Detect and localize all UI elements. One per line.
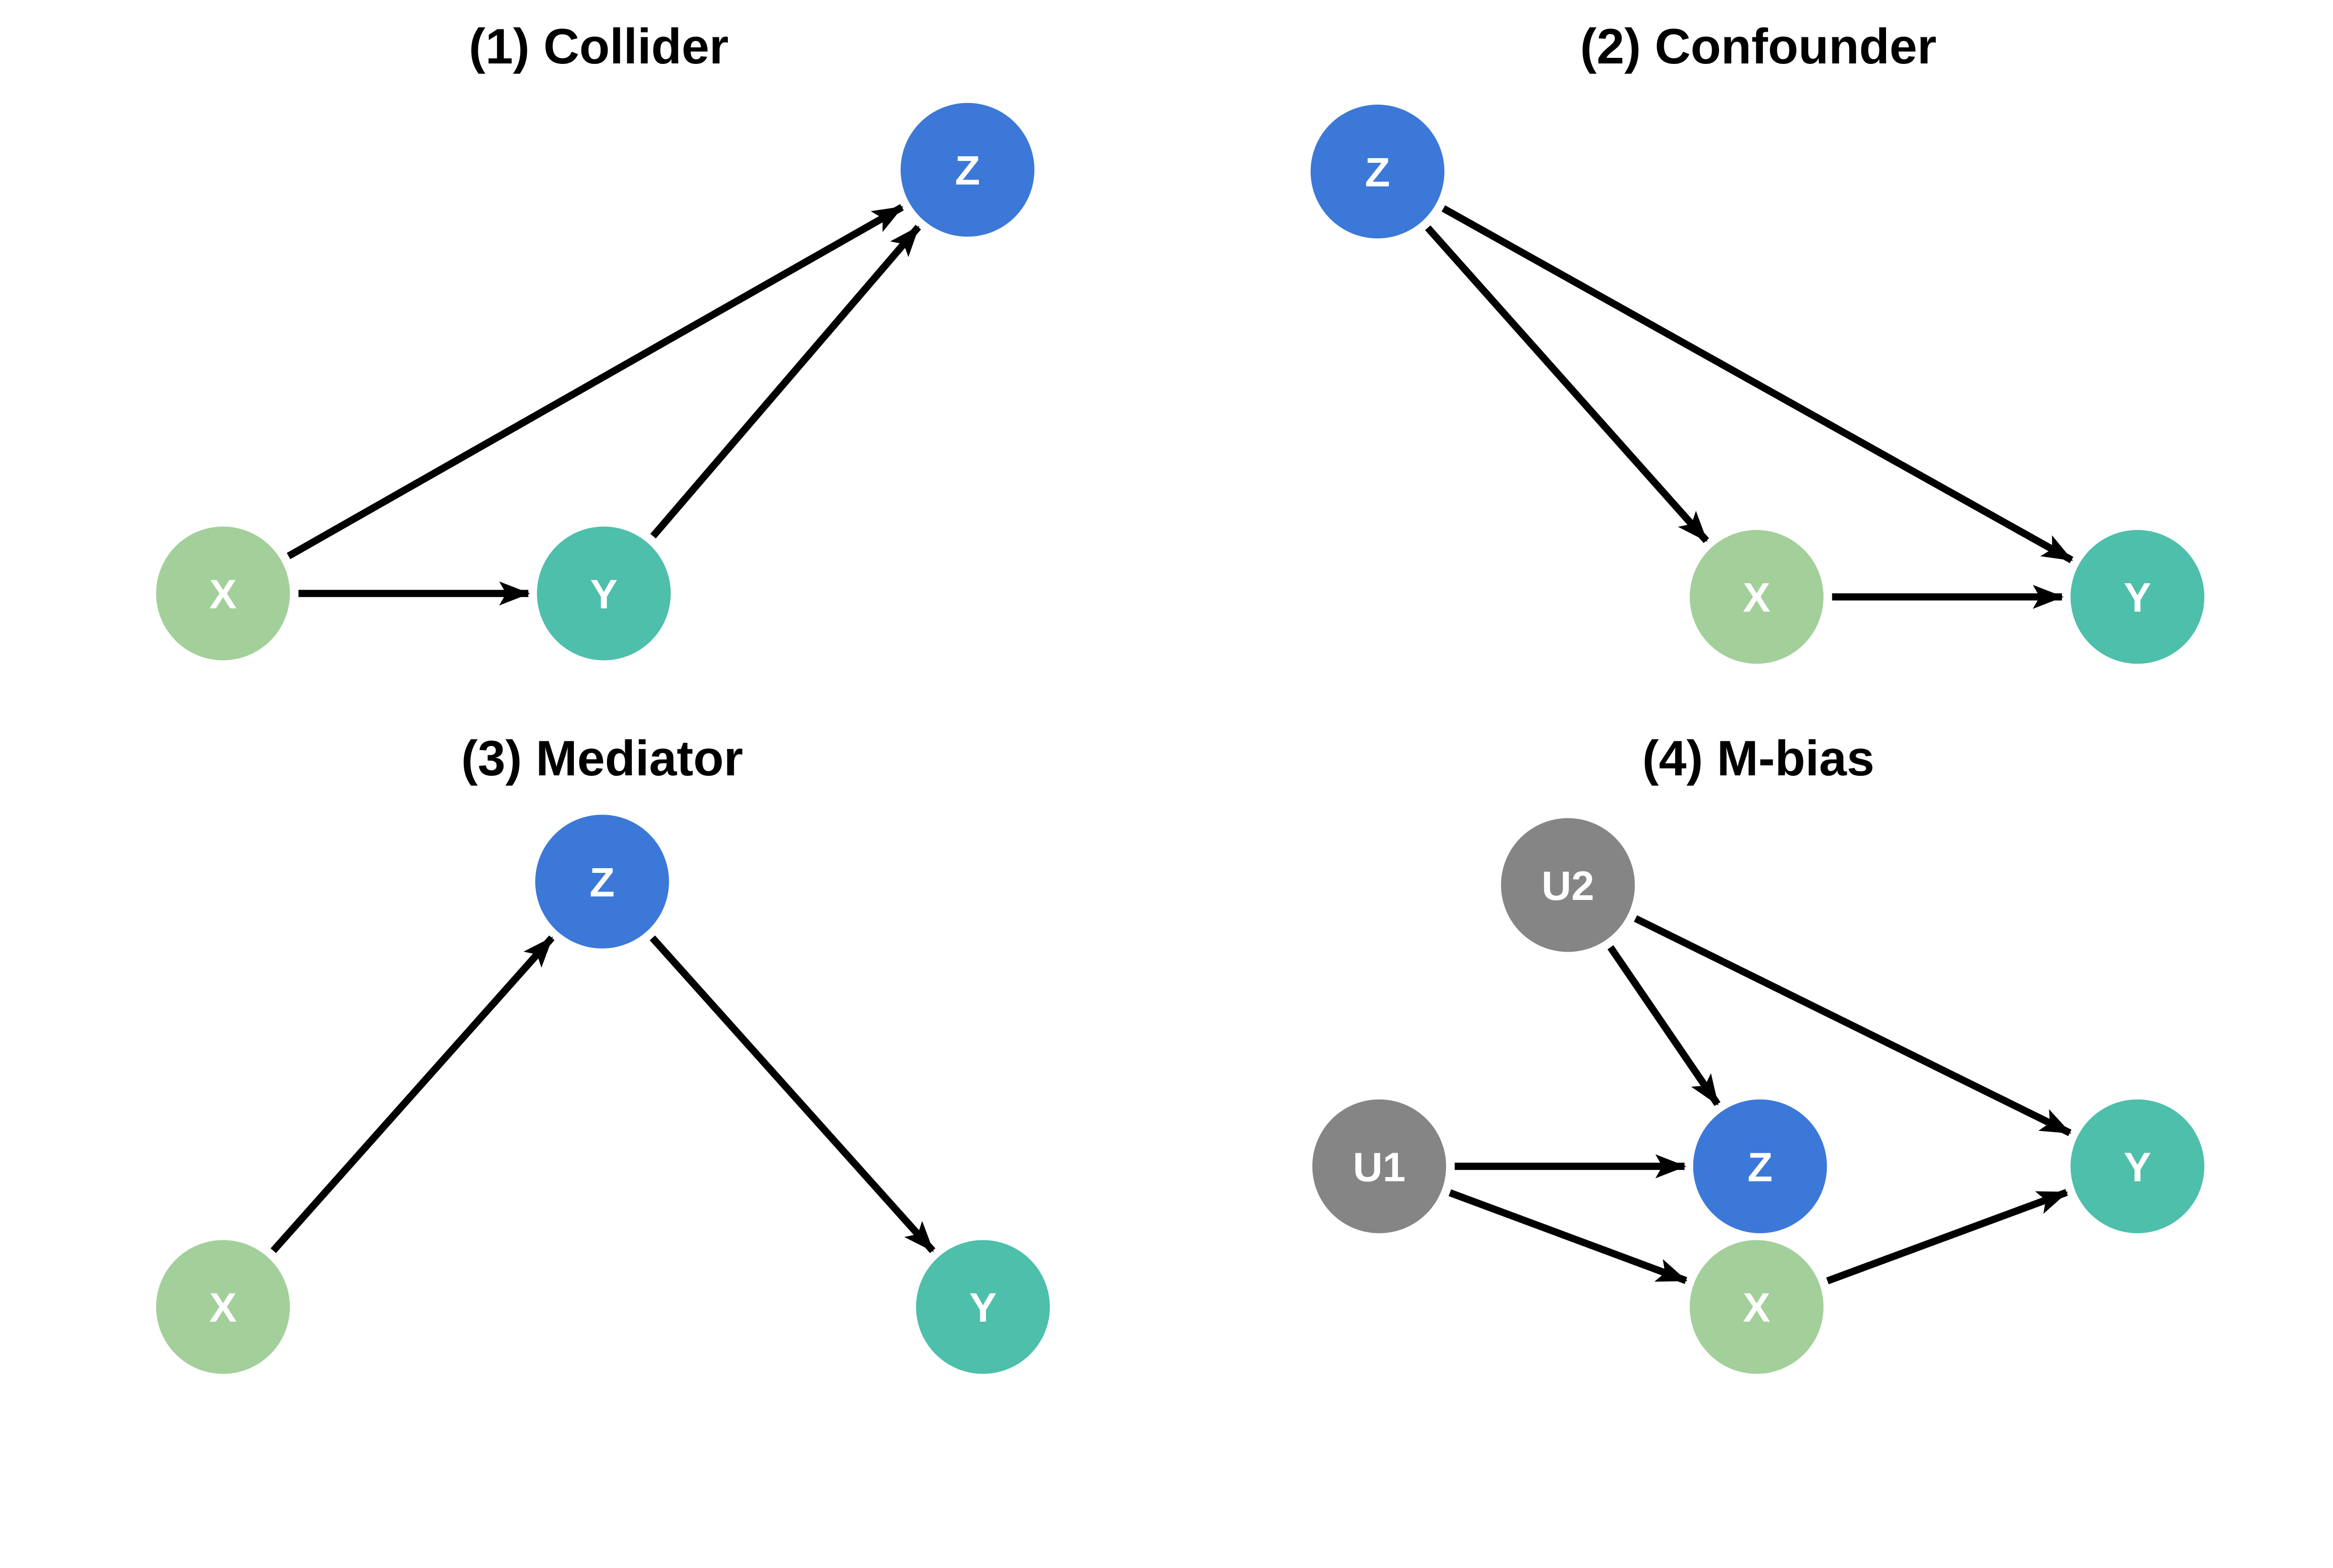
panel-collider-title: (1) Collider <box>469 18 729 74</box>
node-u2-label: U2 <box>1542 863 1594 909</box>
node-x-label: X <box>210 571 237 617</box>
node-z <box>1693 1099 1827 1233</box>
node-z-label: Z <box>589 859 615 905</box>
node-z <box>901 103 1034 237</box>
node-z <box>1310 105 1445 239</box>
panel-collider: X Y Z <box>156 103 1034 661</box>
node-x-label: X <box>1743 1284 1770 1331</box>
edge-u2-to-z <box>1607 945 1721 1106</box>
panel-confounder: Z X Y <box>1310 105 2205 664</box>
edge-x-to-y <box>1826 1189 2068 1284</box>
node-y-label: Y <box>2123 1144 2151 1190</box>
node-x-label: X <box>210 1284 237 1331</box>
edge-u1-to-x <box>1448 1189 1688 1284</box>
node-y-label: Y <box>590 571 618 617</box>
node-x-label: X <box>1743 574 1770 620</box>
edge-z-to-y <box>650 935 936 1254</box>
edge-x-to-z <box>286 204 904 559</box>
edge-y-to-z <box>650 224 921 539</box>
edge-z-to-x <box>1425 225 1709 543</box>
node-x <box>156 1240 290 1374</box>
node-u1-label: U1 <box>1353 1144 1405 1190</box>
edge-u2-to-y <box>1634 915 2072 1136</box>
node-y <box>2070 530 2205 664</box>
node-z-label: Z <box>1365 149 1390 195</box>
panel-mbias-title: (4) M-bias <box>1642 730 1875 786</box>
node-y <box>537 526 671 661</box>
node-y-label: Y <box>2123 574 2151 620</box>
node-y-label: Y <box>969 1284 997 1331</box>
node-y <box>916 1240 1050 1374</box>
dag-canvas: (1) Collider (2) Confounder (3) Mediator… <box>156 18 2205 1374</box>
node-x <box>1690 530 1824 664</box>
node-u1 <box>1312 1099 1446 1233</box>
node-y <box>2070 1099 2205 1233</box>
edge-z-to-y <box>1441 205 2074 564</box>
node-x <box>156 526 290 661</box>
panel-mediator-title: (3) Mediator <box>461 730 743 786</box>
causal-dag-figure: (1) Collider (2) Confounder (3) Mediator… <box>156 18 2205 1374</box>
node-u2 <box>1501 818 1635 952</box>
panel-confounder-title: (2) Confounder <box>1580 18 1936 74</box>
node-x <box>1690 1240 1824 1374</box>
node-z-label: Z <box>1747 1144 1773 1190</box>
panel-mediator: Z X Y <box>156 815 1050 1374</box>
edge-x-to-z <box>270 935 555 1254</box>
node-z <box>535 815 669 949</box>
node-z-label: Z <box>955 147 980 194</box>
